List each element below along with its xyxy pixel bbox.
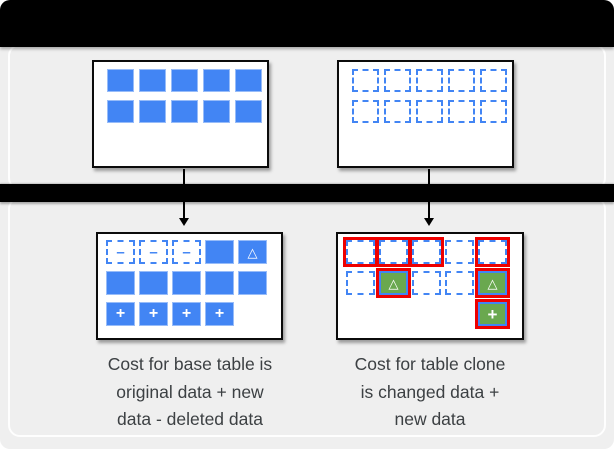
cell-solid-triangle: △ (238, 240, 267, 264)
cell-dashed (412, 271, 441, 295)
cell-dashed (480, 69, 507, 92)
cell-dashed (416, 69, 443, 92)
top-black-bar (0, 0, 614, 47)
cell-green-plus-red: + (478, 302, 507, 326)
cell-dashed (480, 100, 507, 123)
cell-dashed-red (478, 240, 507, 264)
cell-dashed (346, 271, 375, 295)
base-table-original-grid (94, 62, 267, 123)
cell-solid (139, 69, 166, 92)
cell-solid (106, 271, 135, 295)
base-table-after-changes: –––△++++ (96, 232, 283, 340)
cell-solid (203, 100, 230, 123)
cell-dashed-red (379, 240, 408, 264)
table-clone-billed-grid: △ △ + (338, 234, 522, 326)
cell-solid (205, 271, 234, 295)
cell-dashed (448, 100, 475, 123)
cell-dashed-red (412, 240, 441, 264)
cell-dashed-red (346, 240, 375, 264)
middle-black-bar (0, 184, 614, 202)
cell-solid (203, 69, 230, 92)
down-arrow-base-table (179, 169, 189, 226)
cell-solid-plus: + (139, 302, 168, 326)
cell-green-triangle-red: △ (379, 271, 408, 295)
cell-dashed (445, 271, 474, 295)
cell-solid-plus: + (205, 302, 234, 326)
cell-solid-plus: + (172, 302, 201, 326)
table-clone-cost-caption: Cost for table clone is changed data + n… (354, 354, 506, 429)
cell-solid-plus: + (106, 302, 135, 326)
down-arrow-table-clone (424, 169, 434, 226)
cell-dashed-minus: – (172, 240, 201, 264)
base-table-after-grid: –––△++++ (98, 234, 281, 326)
cell-dashed-minus: – (139, 240, 168, 264)
cell-dashed (445, 240, 474, 264)
cell-solid (107, 100, 134, 123)
cell-dashed (352, 100, 379, 123)
cell-solid (205, 240, 234, 264)
cell-dashed (384, 100, 411, 123)
cell-solid (107, 69, 134, 92)
table-clone-shared-grid (339, 62, 512, 123)
cell-solid (139, 271, 168, 295)
cell-dashed-minus: – (106, 240, 135, 264)
cell-solid (235, 100, 262, 123)
base-table-original-data (92, 60, 269, 168)
cell-dashed (416, 100, 443, 123)
cell-green-triangle-red: △ (478, 271, 507, 295)
cell-solid (171, 69, 198, 92)
base-table-cost-caption: Cost for base table is original data + n… (107, 354, 273, 429)
cell-solid (238, 271, 267, 295)
cell-dashed (448, 69, 475, 92)
cell-solid (172, 271, 201, 295)
table-clone-shared-storage (337, 60, 514, 168)
cell-solid (171, 100, 198, 123)
cell-solid (235, 69, 262, 92)
cell-solid (139, 100, 166, 123)
cell-dashed (384, 69, 411, 92)
cell-dashed (352, 69, 379, 92)
table-clone-billed-data: △ △ + (336, 232, 524, 340)
